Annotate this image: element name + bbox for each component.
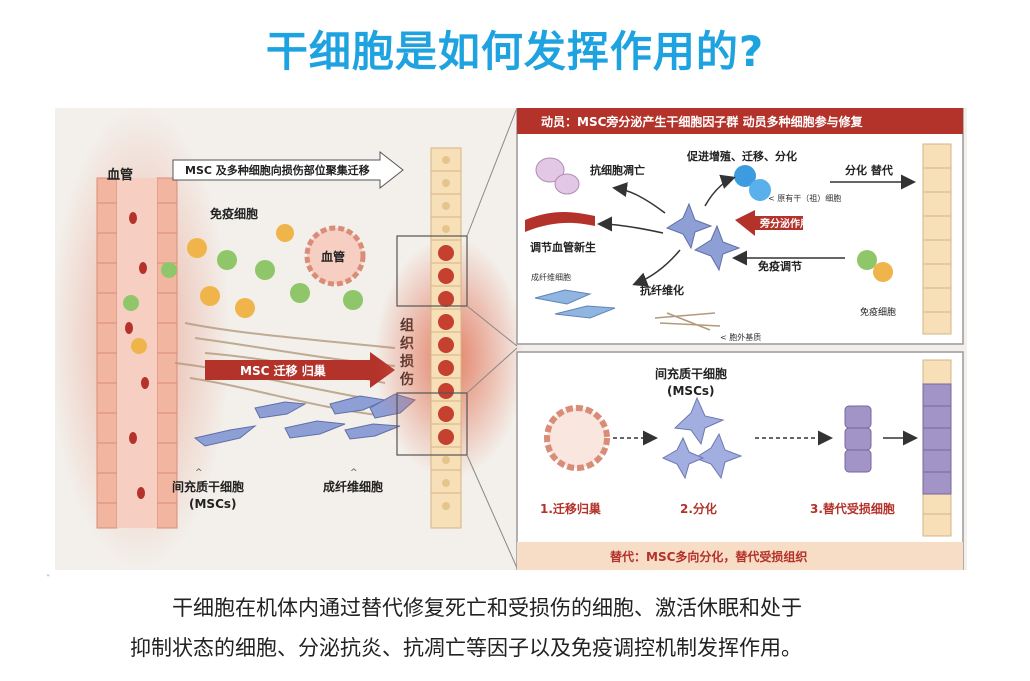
angiogenesis-label: 调节血管新生 (530, 240, 596, 254)
mobilization-header: 动员：MSC旁分泌产生干细胞因子群 动员多种细胞参与修复 (541, 114, 864, 129)
progenitor-cells (734, 165, 771, 201)
paracrine-label: 旁分泌作用 (759, 217, 810, 230)
immune-regulation-label: 免疫调节 (758, 259, 802, 273)
migrate-arrow-text: MSC 迁移 归巢 (240, 363, 326, 378)
immune-cell-small-label: 免疫细胞 (860, 306, 896, 318)
vessel-cross-section: 血管 (304, 225, 366, 287)
immune-cells-small (857, 250, 893, 282)
caption-line-1: 干细胞在机体内通过替代修复死亡和受损伤的细胞、激活休眠和处于 (172, 596, 802, 620)
recruit-arrow: MSC 及多种细胞向损伤部位聚集迁移 (172, 150, 404, 190)
replacement-footer: 替代：MSC多向分化，替代受损组织 (610, 549, 807, 564)
msc-title-line1: 间充质干细胞 (655, 366, 727, 381)
original-stem-label: < 原有干（祖）细胞 (768, 193, 841, 203)
svg-text:^: ^ (195, 468, 203, 478)
msc-title-line2: (MSCs) (667, 384, 715, 398)
migrate-arrow: MSC 迁移 归巢 (205, 352, 395, 388)
msc-label-line1: 间充质干细胞 (172, 479, 244, 494)
apoptotic-cells (535, 157, 580, 195)
anti-apoptosis-label: 抗细胞凋亡 (590, 163, 645, 177)
msc-label-line2: (MSCs) (189, 497, 237, 511)
replacement-panel: 替代：MSC多向分化，替代受损组织 间充质干细胞 (MSCs) 1 (516, 351, 964, 570)
stray-mark: " (47, 574, 50, 581)
tissue-cell-column (430, 147, 462, 529)
step-3-label: 3.替代受损细胞 (810, 501, 895, 516)
step-2-label: 2.分化 (680, 501, 717, 516)
blood-vessel (96, 177, 178, 529)
svg-text:^: ^ (350, 468, 358, 478)
vessel-cross-label: 血管 (321, 249, 345, 264)
step-1-label: 1.迁移归巢 (540, 501, 601, 516)
left-panel: 血管 MSC 及多种细胞向损伤部位聚集迁移 免疫细胞 血管 MSC (55, 108, 525, 569)
fibroblasts-small (534, 289, 616, 319)
recruit-arrow-text: MSC 及多种细胞向损伤部位聚集迁移 (185, 163, 370, 177)
anti-fibrosis-label: 抗纤维化 (640, 283, 684, 297)
msc-cluster (661, 396, 743, 480)
stem-cell-diagram: 血管 MSC 及多种细胞向损伤部位聚集迁移 免疫细胞 血管 MSC (55, 108, 967, 570)
cell-ring (544, 405, 610, 471)
central-msc-cells (665, 202, 741, 272)
mobilization-panel: 动员：MSC旁分泌产生干细胞因子群 动员多种细胞参与修复 抗细胞凋亡 促进增殖、… (516, 108, 964, 345)
caption: 干细胞在机体内通过替代修复死亡和受损伤的细胞、激活休眠和处于 抑制状态的细胞、分… (130, 588, 930, 668)
paracrine-arrow (735, 210, 803, 236)
page-title: 干细胞是如何发挥作用的? (265, 27, 765, 76)
caption-line-2: 抑制状态的细胞、分泌抗炎、抗凋亡等因子以及免疫调控机制发挥作用。 (130, 636, 802, 660)
fibroblast-small-label: 成纤维细胞 (531, 272, 571, 282)
immune-cells-label: 免疫细胞 (210, 206, 258, 221)
blood-vessel-label: 血管 (107, 167, 133, 183)
differentiated-cells (844, 405, 872, 473)
immune-cells (187, 224, 363, 318)
ecm-label: < 胞外基质 (720, 332, 761, 342)
fibroblast-label: 成纤维细胞 (323, 479, 383, 494)
promote-growth-label: 促进增殖、迁移、分化 (686, 149, 797, 163)
differentiate-replace-label: 分化 替代 (845, 163, 893, 177)
tissue-cells-bottom (922, 359, 952, 537)
angiogenesis-vessel (525, 212, 595, 232)
tissue-cells-top (922, 143, 952, 335)
